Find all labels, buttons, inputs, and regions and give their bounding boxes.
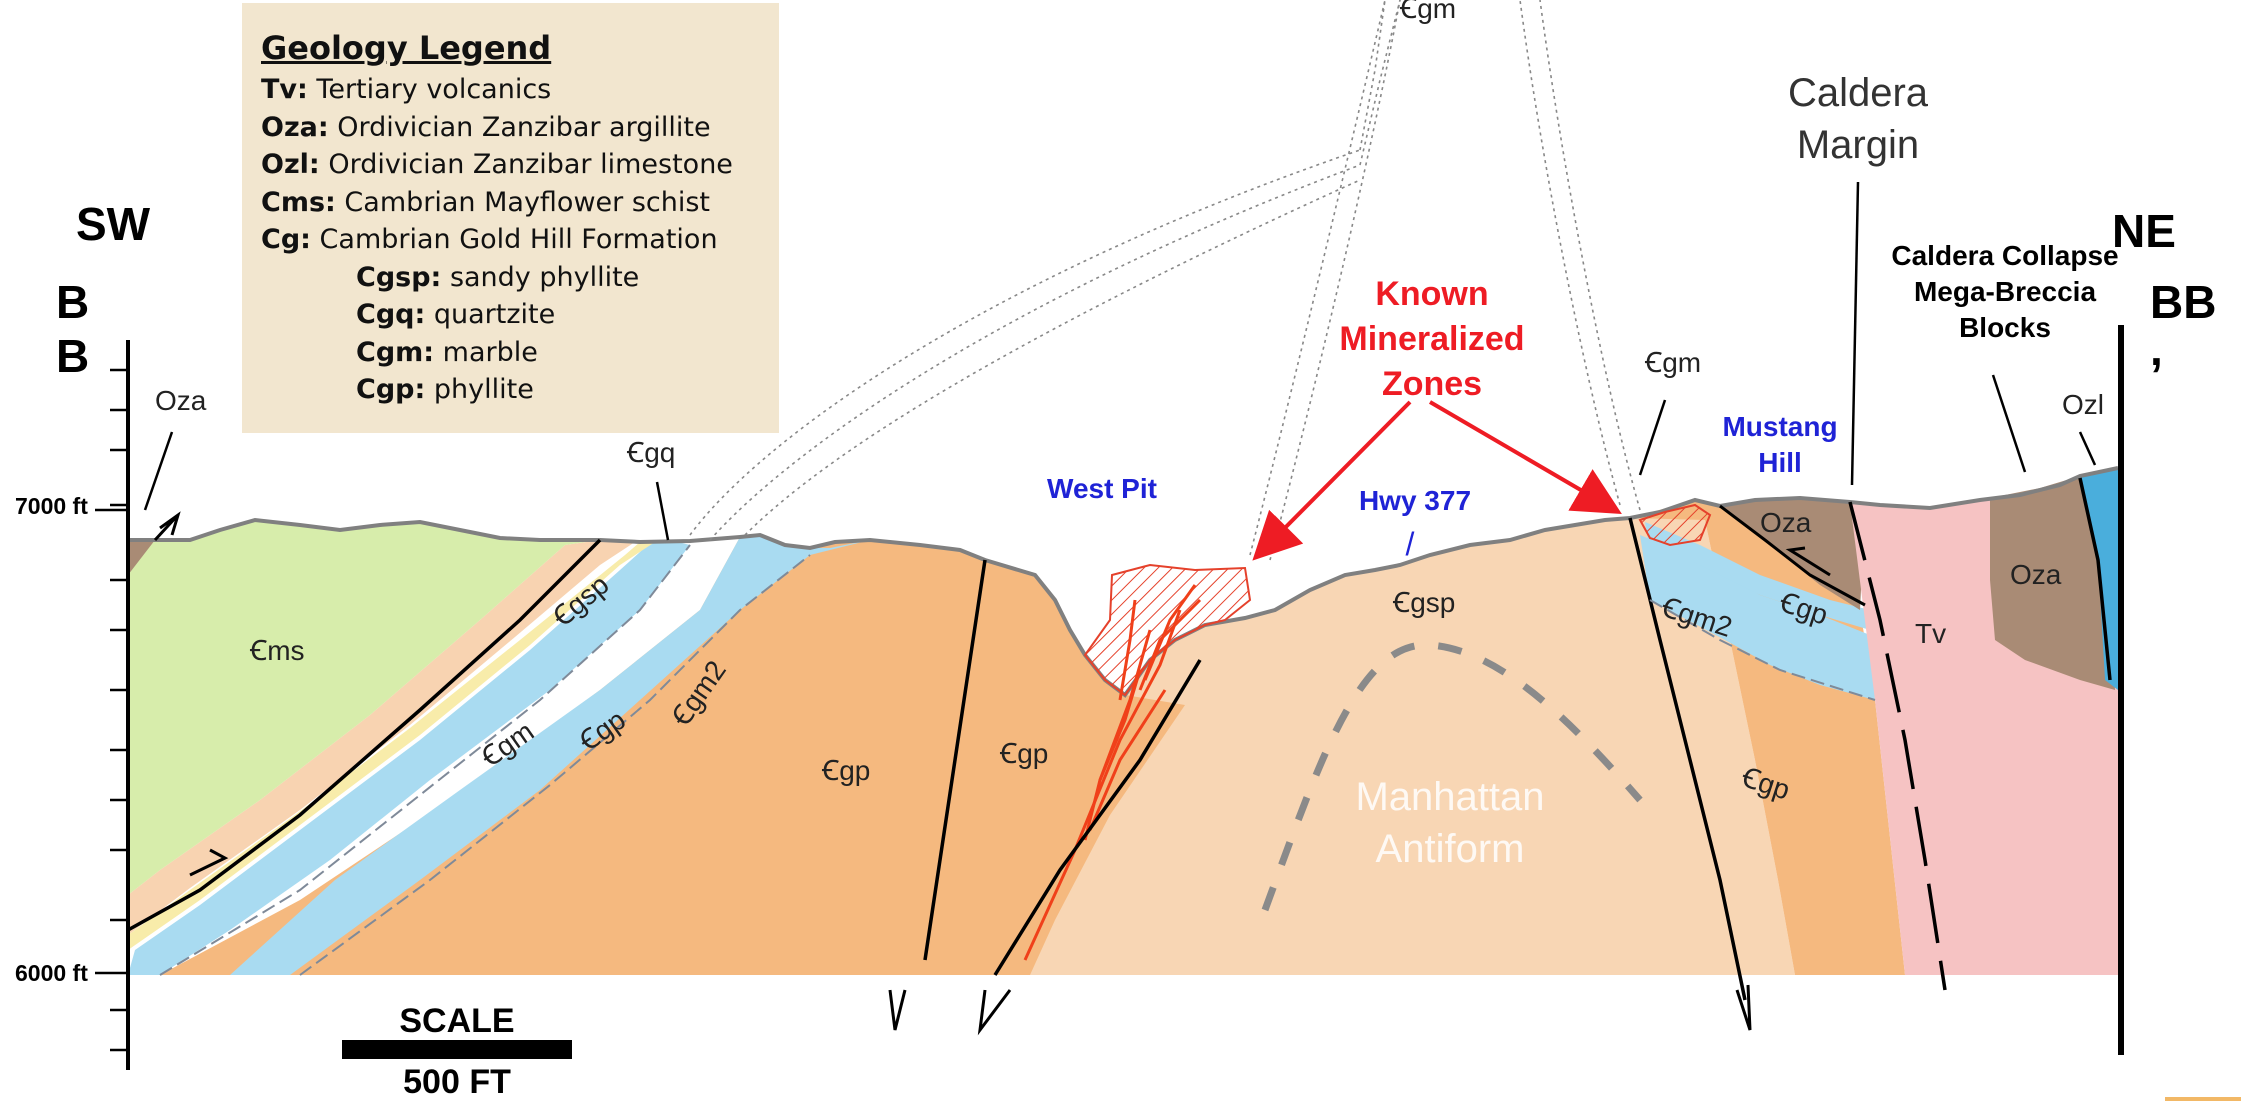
contacts-right bbox=[1719, 504, 1866, 607]
section-mark-prime: , bbox=[2150, 323, 2163, 375]
label-cgq: Ꞓgq bbox=[626, 437, 675, 468]
legend-item-oza: Oza: Ordivician Zanzibar argillite bbox=[261, 111, 711, 143]
unit-oza-east bbox=[1990, 476, 2115, 690]
geologic-units bbox=[128, 468, 2118, 975]
mineralized-zones bbox=[1023, 503, 1712, 961]
unit-cgm-east-thin bbox=[1645, 522, 1870, 630]
scale-value: 500 FT bbox=[403, 1063, 511, 1101]
label-cms: Ꞓms bbox=[249, 635, 305, 666]
legend-item-cms: Cms: Cambrian Mayflower schist bbox=[261, 186, 711, 218]
label-hwy: Hwy 377 bbox=[1359, 485, 1471, 516]
section-end-sw: SW bbox=[76, 198, 151, 250]
fault-slip-arrows bbox=[153, 511, 1831, 1036]
scale-title: SCALE bbox=[399, 1002, 514, 1040]
unit-cgq-west bbox=[128, 542, 655, 950]
label-tv: Tv bbox=[1915, 618, 1946, 649]
caldera-margin-fault bbox=[1848, 501, 1947, 991]
legend-title: Geology Legend bbox=[261, 29, 552, 67]
label-mustang-1: Mustang bbox=[1722, 411, 1837, 442]
section-mark-b2: B bbox=[56, 330, 89, 382]
corner-accent bbox=[2165, 1097, 2241, 1101]
label-antiform-1: Manhattan bbox=[1355, 775, 1544, 819]
contact-cms-cgsp bbox=[127, 538, 602, 932]
elevation-6000: 6000 ft bbox=[15, 960, 88, 986]
antiform-axis bbox=[1261, 641, 1643, 912]
feeder-veins bbox=[1023, 584, 1202, 961]
label-collapse-3: Blocks bbox=[1959, 312, 2051, 343]
elevation-axis-left bbox=[95, 340, 130, 1070]
label-known-2: Mineralized bbox=[1339, 320, 1524, 358]
faults bbox=[127, 477, 2112, 1001]
unit-ozl bbox=[2080, 468, 2118, 690]
section-end-ne: NE bbox=[2112, 205, 2176, 257]
legend-item-cgp: Cgp: phyllite bbox=[356, 374, 534, 405]
label-cgp-3: Ꞓgp bbox=[999, 738, 1048, 769]
legend-item-cgsp: Cgsp: sandy phyllite bbox=[356, 261, 640, 293]
legend-item-cg: Cg: Cambrian Gold Hill Formation bbox=[261, 224, 718, 255]
fault-mustang bbox=[1628, 517, 1747, 1001]
unit-cgsp-west bbox=[128, 540, 635, 935]
label-mustang-2: Hill bbox=[1758, 447, 1802, 478]
unit-cgm-east-band bbox=[1640, 535, 1875, 700]
section-mark-b1: B bbox=[56, 276, 89, 328]
label-west-pit: West Pit bbox=[1047, 473, 1157, 504]
legend-item-cgq: Cgq: quartzite bbox=[356, 299, 556, 330]
unit-cgm-west bbox=[128, 540, 690, 975]
label-collapse-1: Caldera Collapse bbox=[1891, 240, 2118, 271]
unit-oza-left bbox=[128, 540, 155, 575]
unit-cms bbox=[128, 520, 600, 895]
bed-contacts bbox=[159, 544, 1876, 976]
label-oza-right-small: Oza bbox=[1760, 507, 1812, 538]
mustang-hatch-zone bbox=[1638, 503, 1712, 547]
label-hwy-mark: / bbox=[1406, 526, 1415, 562]
fault-west-pit bbox=[993, 659, 1202, 976]
legend-item-cgm: Cgm: marble bbox=[356, 336, 538, 368]
geology-legend: Geology Legend Tv: Tertiary volcanics Oz… bbox=[242, 3, 779, 433]
label-cgsp-center: Ꞓgsp bbox=[1392, 587, 1455, 618]
label-known-3: Zones bbox=[1382, 365, 1482, 403]
leader-lines bbox=[143, 181, 2097, 541]
label-collapse-2: Mega-Breccia bbox=[1914, 276, 2097, 307]
legend-item-ozl: Ozl: Ordivician Zanzibar limestone bbox=[261, 149, 733, 180]
label-cgm-top: Ꞓgm bbox=[1399, 0, 1456, 24]
mineralized-arrows bbox=[1252, 400, 1622, 561]
label-oza-left: Oza bbox=[155, 385, 207, 416]
fault-east bbox=[2078, 477, 2112, 681]
section-mark-bb: BB bbox=[2150, 276, 2216, 328]
scale-bar: SCALE 500 FT bbox=[342, 1002, 572, 1101]
projected-contacts bbox=[689, 0, 1641, 561]
label-ozl: Ozl bbox=[2062, 389, 2104, 420]
label-caldera-2: Margin bbox=[1797, 123, 1919, 167]
label-known-1: Known bbox=[1375, 275, 1488, 313]
unit-cgm2-west bbox=[230, 535, 870, 975]
label-antiform-2: Antiform bbox=[1376, 827, 1525, 871]
elevation-7000: 7000 ft bbox=[15, 493, 88, 519]
fault-west-1 bbox=[923, 559, 987, 961]
label-cgp-2: Ꞓgp bbox=[821, 755, 870, 786]
label-caldera-1: Caldera bbox=[1788, 71, 1929, 115]
label-cgm-right: Ꞓgm bbox=[1644, 347, 1701, 378]
unit-oza-mustang bbox=[1720, 498, 1865, 610]
legend-item-tv: Tv: Tertiary volcanics bbox=[261, 74, 552, 105]
label-oza-right: Oza bbox=[2010, 559, 2062, 590]
